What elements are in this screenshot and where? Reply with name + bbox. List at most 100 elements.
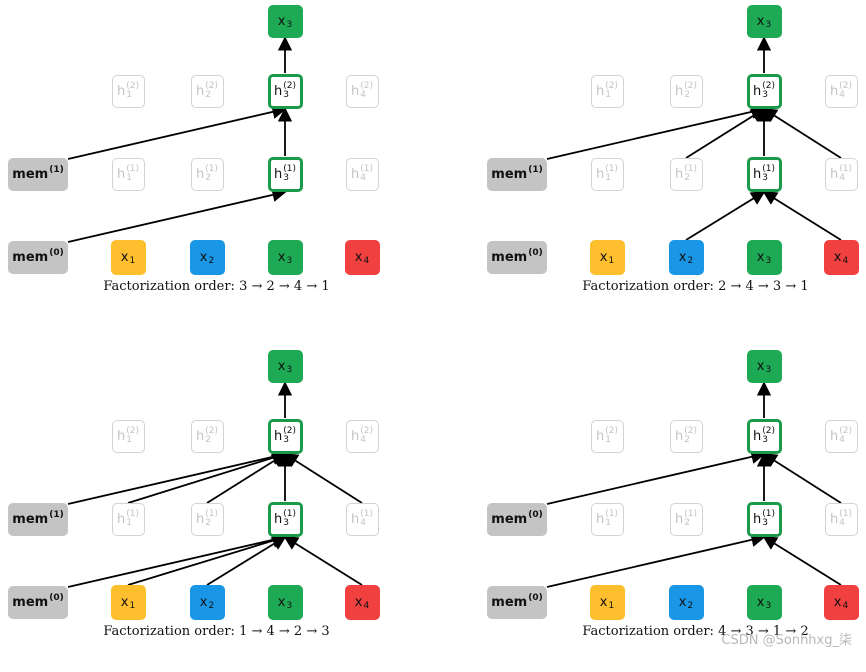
- h-letter: h: [274, 511, 283, 527]
- index: 1: [608, 255, 615, 266]
- mem-layer: (0): [49, 247, 64, 258]
- position-index: 4: [360, 90, 366, 100]
- layer-index: (1): [283, 509, 296, 519]
- ghost-h1-4-node: h(1)4: [345, 502, 379, 536]
- mem-text: mem: [491, 249, 528, 265]
- sup-sub-stack: (2)4: [360, 427, 373, 445]
- position-index: 2: [684, 90, 690, 100]
- layer-index: (2): [839, 81, 852, 91]
- ghost-h1-4-node: h(1)4: [345, 157, 379, 191]
- x-letter: x: [833, 594, 842, 610]
- edge-mem1-to-h2: [546, 449, 766, 505]
- mem-layer: (0): [528, 509, 543, 520]
- h-letter: h: [196, 166, 205, 182]
- h-letter: h: [675, 166, 684, 182]
- h-letter: h: [196, 428, 205, 444]
- ghost-h2-2-node: h(2)2: [669, 419, 703, 453]
- position-index: 4: [360, 435, 366, 445]
- sup-sub-stack: (2)3: [283, 82, 296, 100]
- mem-layer: (1): [49, 509, 64, 520]
- sup-sub-stack: (2)4: [839, 82, 852, 100]
- edge-h1_4-to-h2: [762, 453, 842, 504]
- hidden-h1-3-node: h(1)3: [267, 156, 303, 192]
- layer-index: (2): [205, 81, 218, 91]
- sup-sub-stack: (1)3: [762, 510, 775, 528]
- edge-layer: [67, 381, 363, 588]
- layer-index: (1): [205, 509, 218, 519]
- edge-x4-to-h1: [283, 536, 363, 586]
- position-index: 3: [283, 518, 289, 528]
- mem-layer: (0): [528, 247, 543, 258]
- layer-index: (2): [605, 426, 618, 436]
- layer-index: (1): [762, 509, 775, 519]
- position-index: 1: [126, 90, 132, 100]
- sup-sub-stack: (2)2: [205, 427, 218, 445]
- position-index: 1: [126, 435, 132, 445]
- mem-upper-node: mem(1): [8, 157, 68, 191]
- index: 3: [286, 600, 293, 611]
- x-letter: x: [277, 13, 286, 29]
- sup-sub-stack: (2)3: [762, 82, 775, 100]
- sup-sub-stack: (1)3: [762, 165, 775, 183]
- x-letter: x: [756, 594, 765, 610]
- h-letter: h: [596, 428, 605, 444]
- edge-x2-to-h1: [685, 191, 766, 241]
- position-index: 4: [839, 90, 845, 100]
- mem-upper-node: mem(0): [487, 502, 547, 536]
- layer-index: (2): [126, 81, 139, 91]
- h-letter: h: [675, 511, 684, 527]
- position-index: 1: [126, 173, 132, 183]
- layer-index: (1): [283, 164, 296, 174]
- h-letter: h: [675, 428, 684, 444]
- mem-text: mem: [12, 166, 49, 182]
- mem-layer: (0): [49, 592, 64, 603]
- ghost-h1-1-node: h(1)1: [111, 502, 145, 536]
- edge-mem0-to-h1: [546, 532, 766, 588]
- mem-text: mem: [12, 249, 49, 265]
- index: 3: [286, 19, 293, 30]
- factorization-caption: Factorization order: 2 → 4 → 3 → 1: [582, 279, 809, 294]
- watermark: CSDN @Sonhhxg_柒: [721, 633, 852, 648]
- index: 3: [765, 364, 772, 375]
- layer-index: (1): [126, 164, 139, 174]
- position-index: 4: [839, 173, 845, 183]
- x-letter: x: [120, 249, 129, 265]
- ghost-h1-4-node: h(1)4: [824, 502, 858, 536]
- layer-index: (2): [684, 81, 697, 91]
- position-index: 2: [205, 90, 211, 100]
- position-index: 3: [762, 518, 768, 528]
- mem-layer: (1): [528, 164, 543, 175]
- sup-sub-stack: (1)4: [360, 165, 373, 183]
- ghost-h1-2-node: h(1)2: [190, 502, 224, 536]
- ghost-h2-2-node: h(2)2: [190, 419, 224, 453]
- hidden-h1-3-node: h(1)3: [746, 156, 782, 192]
- edge-mem0-to-h1: [67, 532, 287, 588]
- layer-index: (1): [605, 164, 618, 174]
- position-index: 3: [762, 435, 768, 445]
- edge-h1_2-to-h2: [206, 453, 287, 504]
- layer-index: (1): [360, 509, 373, 519]
- hidden-h1-3-node: h(1)3: [267, 501, 303, 537]
- mem-text: mem: [12, 511, 49, 527]
- ghost-h1-1-node: h(1)1: [590, 157, 624, 191]
- x-letter: x: [678, 594, 687, 610]
- sup-sub-stack: (2)1: [126, 427, 139, 445]
- position-index: 4: [360, 518, 366, 528]
- mem-lower-node: mem(0): [8, 585, 68, 619]
- h-letter: h: [753, 83, 762, 99]
- position-index: 3: [762, 173, 768, 183]
- mem-layer: (0): [528, 592, 543, 603]
- factorization-caption: Factorization order: 4 → 3 → 1 → 2: [582, 624, 809, 639]
- layer-index: (2): [762, 81, 775, 91]
- h-letter: h: [830, 428, 839, 444]
- sup-sub-stack: (2)1: [126, 82, 139, 100]
- mem-upper-node: mem(1): [487, 157, 547, 191]
